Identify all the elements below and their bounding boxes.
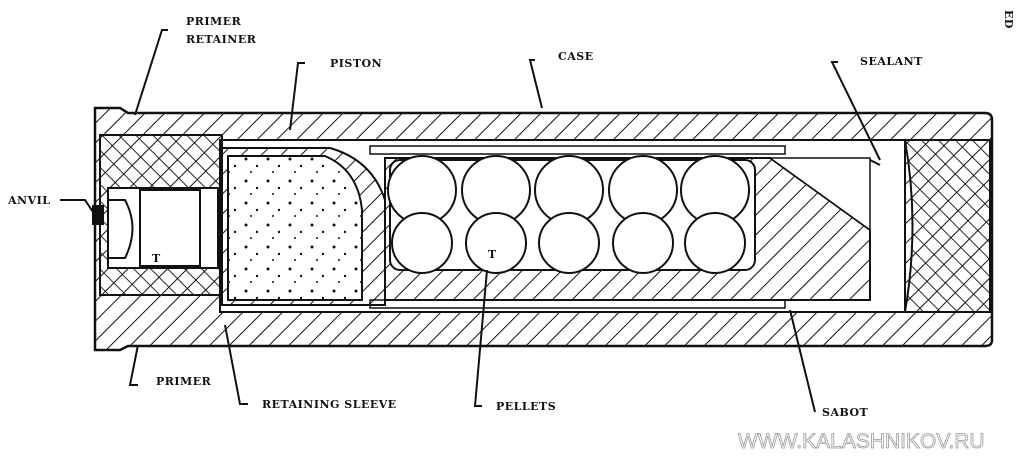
label-anvil: ANVIL [7, 194, 51, 207]
watermark: WWW.KALASHNIKOV.RU [738, 430, 985, 453]
label-piston: PISTON [330, 57, 382, 70]
label-primer-retainer-2: RETAINER [186, 33, 257, 46]
label-primer-retainer-1: PRIMER [186, 15, 242, 28]
pellets: T [387, 155, 750, 274]
label-sealant: SEALANT [860, 55, 923, 68]
corner-mark: ED [1002, 10, 1015, 29]
svg-text:T: T [152, 252, 161, 265]
piston [221, 147, 386, 306]
leader-lines [60, 29, 881, 413]
primer-assembly: T [92, 134, 223, 296]
label-case: CASE [558, 50, 594, 63]
pellet [391, 212, 453, 274]
label-primer: PRIMER [156, 375, 212, 388]
pellet [612, 212, 674, 274]
label-pellets: PELLETS [496, 400, 556, 413]
pellet [465, 212, 527, 274]
svg-text:T: T [488, 248, 497, 261]
muzzle-thread [869, 139, 991, 313]
pellet [684, 212, 746, 274]
pellet [538, 212, 600, 274]
label-sabot: SABOT [822, 406, 869, 419]
label-retaining-sleeve: RETAINING SLEEVE [262, 398, 397, 411]
